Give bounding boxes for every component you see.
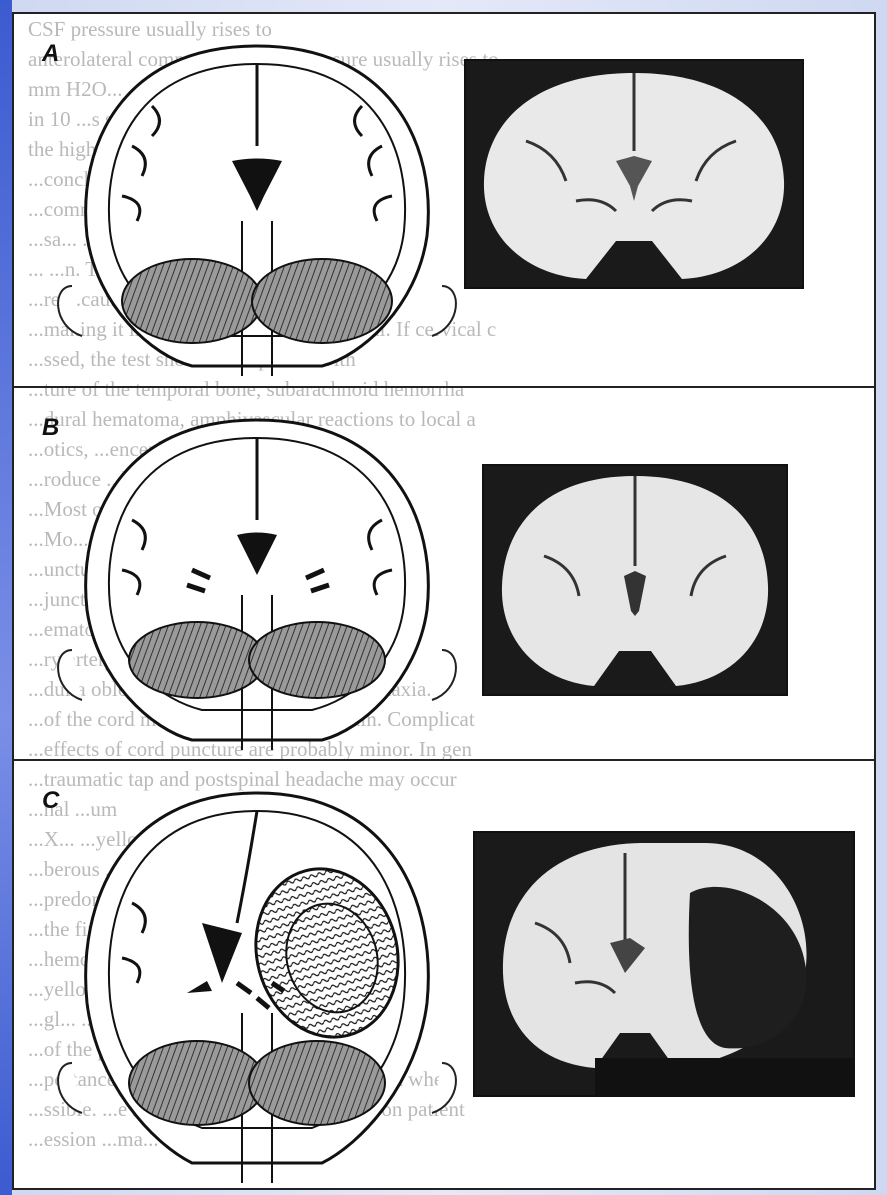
panel-b: B xyxy=(14,386,874,758)
mri-image-b xyxy=(482,464,788,696)
coronal-brain-diagram-normal xyxy=(42,36,472,376)
mri-image-a xyxy=(464,59,804,289)
coronal-brain-diagram-herniation-risk xyxy=(42,410,472,750)
slide-edge-bar xyxy=(0,0,12,1195)
panel-c: C xyxy=(14,759,874,1131)
mri-image-c xyxy=(473,831,855,1097)
coronal-brain-diagram-mass-lesion xyxy=(42,783,472,1183)
panel-a: A xyxy=(14,14,874,386)
